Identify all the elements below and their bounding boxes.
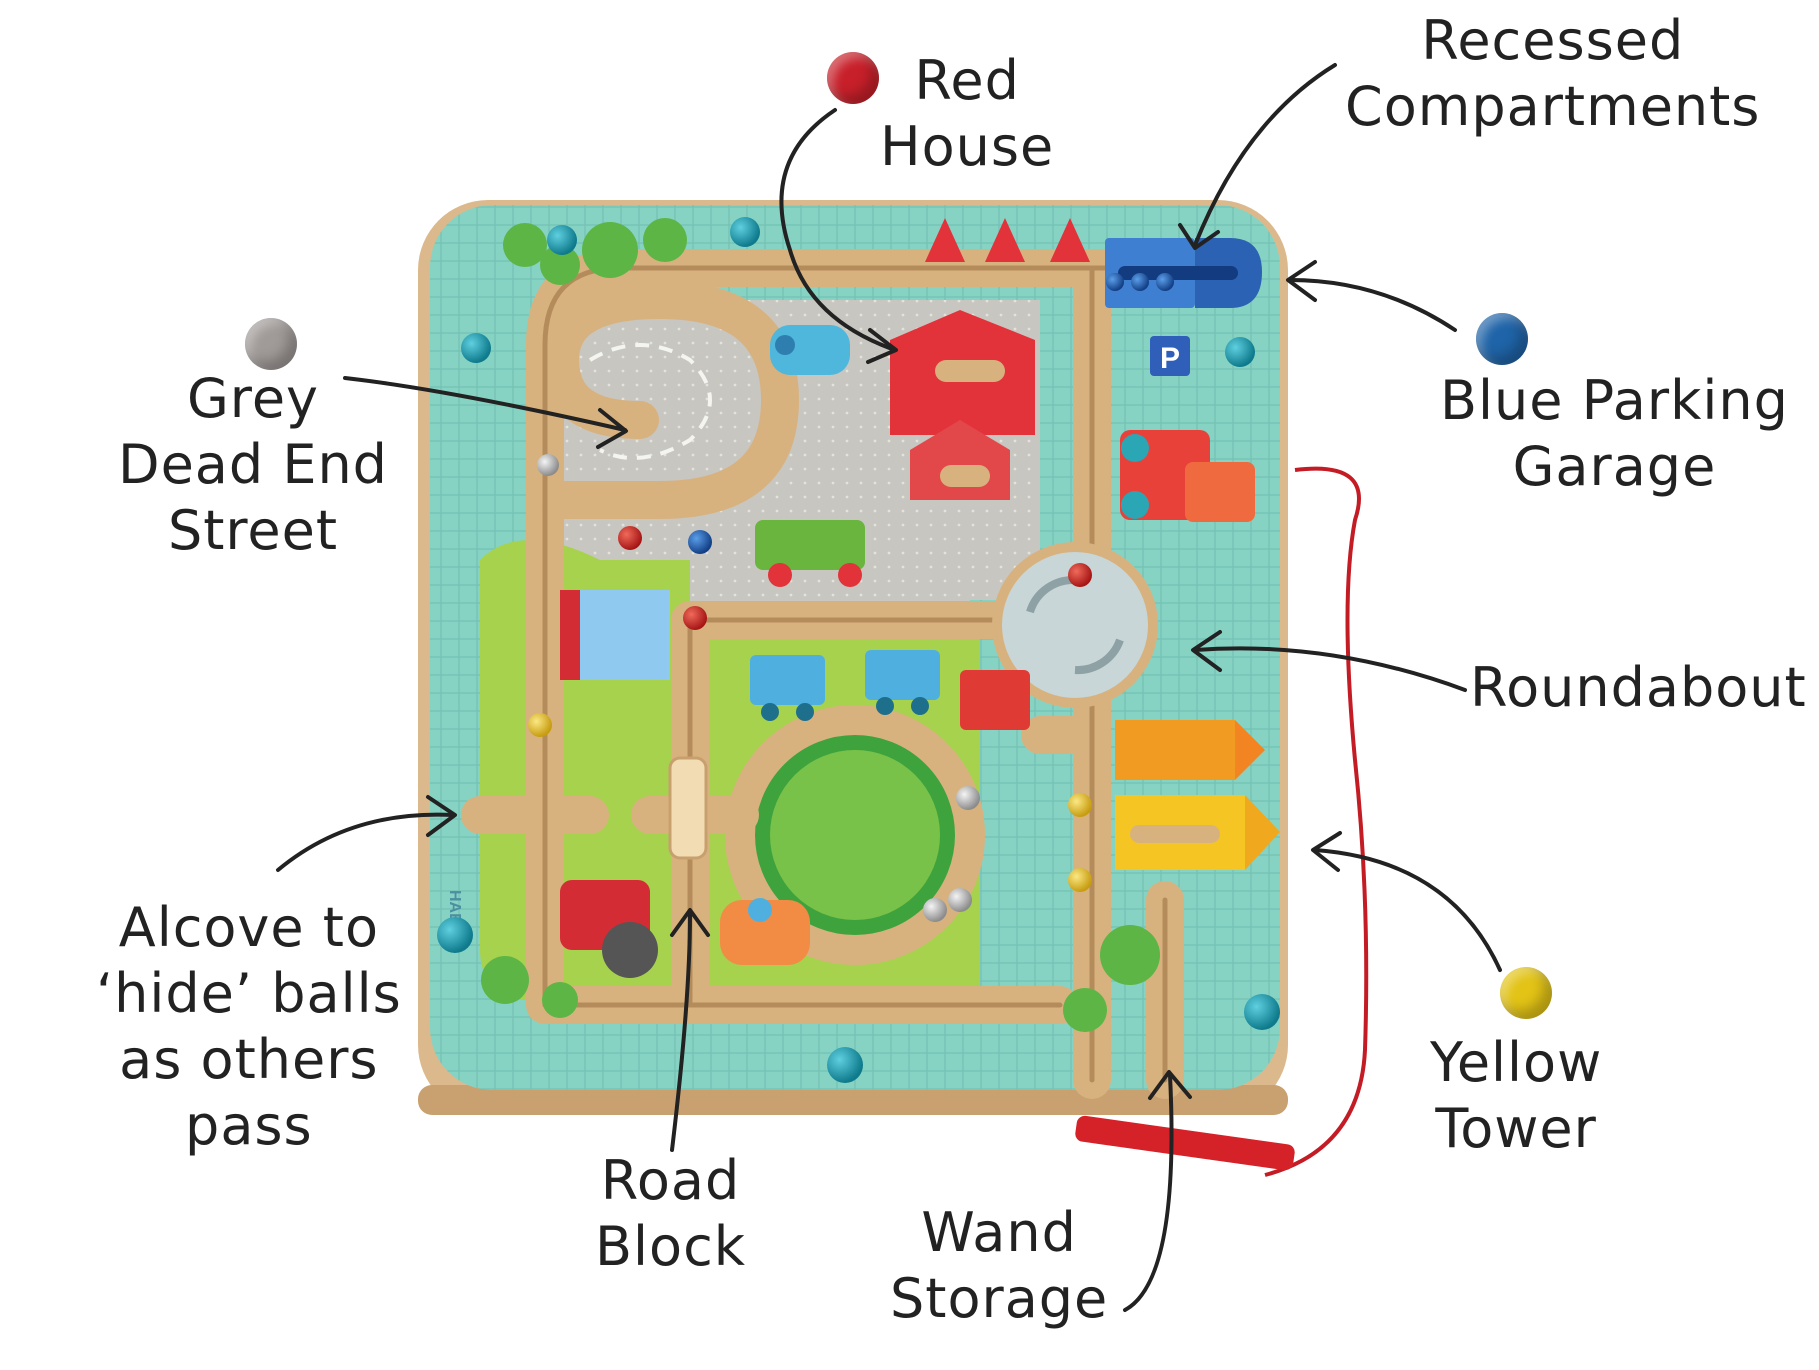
spiral-road <box>588 343 712 460</box>
green-truck <box>755 520 865 587</box>
maze-balls <box>528 273 1174 922</box>
grey-ball-icon <box>245 318 297 370</box>
label-blue-parking-garage: Blue Parking Garage <box>1440 369 1789 498</box>
road-block <box>668 756 708 860</box>
yellow-ball-icon <box>1500 967 1552 1019</box>
label-yellow-tower: Yellow Tower <box>1430 1031 1603 1160</box>
label-grey-dead-end-street: Grey Dead End Street <box>118 367 388 562</box>
train <box>750 650 1030 730</box>
label-recessed-compartments: Recessed Compartments <box>1345 9 1761 138</box>
red-house <box>890 310 1035 500</box>
blue-car <box>770 325 850 375</box>
roundabout <box>992 542 1158 708</box>
parking-sign: P <box>1160 342 1180 375</box>
red-ball-icon <box>827 52 879 104</box>
label-road-block: Road Block <box>595 1149 747 1278</box>
teal-pegs <box>437 217 1280 1083</box>
label-roundabout: Roundabout <box>1470 656 1807 719</box>
traffic-cones <box>925 218 1090 262</box>
label-alcove: Alcove to ‘hide’ balls as others pass <box>96 896 402 1157</box>
annotation-arrows <box>276 63 1502 1312</box>
blue-building <box>560 590 670 680</box>
orange-car <box>720 898 810 965</box>
yellow-tower <box>1115 720 1280 870</box>
blue-ball-icon <box>1476 313 1528 365</box>
trees <box>481 218 1160 1032</box>
label-red-house: Red House <box>880 49 1055 178</box>
label-wand-storage: Wand Storage <box>890 1201 1109 1330</box>
blue-parking-garage: P <box>1105 238 1262 376</box>
fire-truck <box>1120 430 1255 522</box>
magnet-wand <box>1075 466 1369 1177</box>
red-tractor <box>560 880 658 978</box>
